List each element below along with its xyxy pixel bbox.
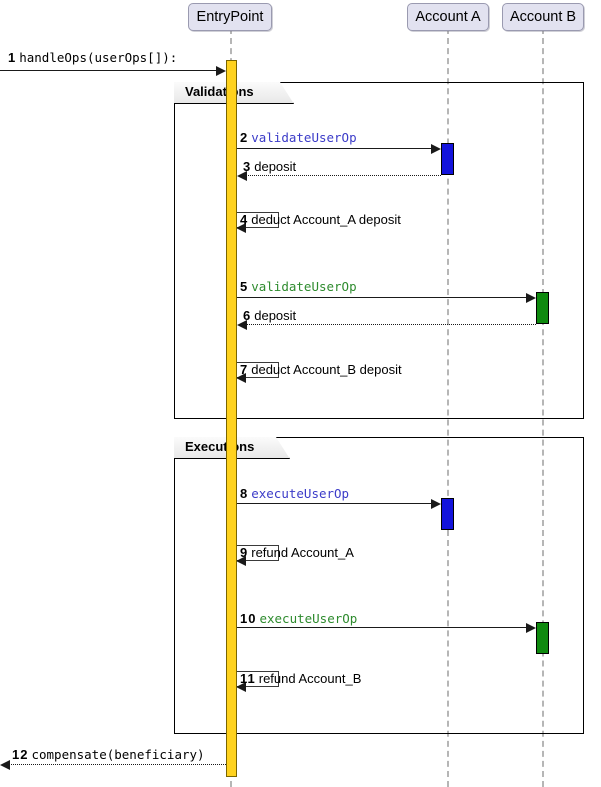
message-number-5: 5 — [240, 279, 249, 294]
message-number-8: 8 — [240, 486, 249, 501]
self-message-11 — [237, 671, 279, 687]
message-number-2: 2 — [240, 130, 249, 145]
message-number-6: 6 — [243, 308, 252, 323]
account-a-validate-activation — [441, 143, 454, 175]
message-text-9: refund Account_A — [251, 545, 354, 560]
account-b-validate-activation — [536, 292, 549, 324]
message-text-10: executeUserOp — [259, 611, 358, 626]
entrypoint-activation — [226, 60, 237, 777]
self-message-7 — [237, 362, 279, 378]
participant-account_b[interactable]: Account B — [502, 3, 584, 31]
arrowhead-9 — [236, 556, 246, 566]
message-text-2: validateUserOp — [251, 130, 357, 145]
arrowhead-11 — [236, 682, 246, 692]
message-text-1: handleOps(userOps[]): — [19, 50, 178, 65]
message-number-4: 4 — [240, 212, 249, 227]
message-number-10: 10 — [240, 611, 257, 626]
message-number-3: 3 — [243, 159, 252, 174]
message-text-6: deposit — [254, 308, 297, 323]
message-number-12: 12 — [12, 747, 29, 762]
arrowhead-4 — [236, 223, 246, 233]
message-line-5 — [237, 297, 527, 298]
message-text-5: validateUserOp — [251, 279, 357, 294]
message-text-11: refund Account_B — [258, 671, 362, 686]
account-b-execute-activation — [536, 622, 549, 654]
message-text-8: executeUserOp — [251, 486, 350, 501]
fragment-validations — [174, 82, 584, 419]
message-text-3: deposit — [254, 159, 297, 174]
self-message-4 — [237, 212, 279, 228]
arrowhead-1 — [216, 66, 226, 76]
message-line-1 — [0, 70, 217, 71]
participant-account_a[interactable]: Account A — [407, 3, 489, 31]
lifeline-account_a — [447, 28, 449, 787]
lifeline-account_b — [542, 28, 544, 787]
arrowhead-7 — [236, 373, 246, 383]
arrowhead-8 — [431, 499, 441, 509]
message-number-7: 7 — [240, 362, 249, 377]
message-number-1: 1 — [8, 50, 17, 65]
arrowhead-2 — [431, 144, 441, 154]
fragment-executions — [174, 437, 584, 734]
arrowhead-5 — [526, 293, 536, 303]
message-number-9: 9 — [240, 545, 249, 560]
participant-entrypoint[interactable]: EntryPoint — [188, 3, 272, 31]
account-a-execute-activation — [441, 498, 454, 530]
message-number-11: 11 — [240, 671, 256, 686]
message-line-8 — [237, 503, 432, 504]
message-line-3 — [246, 175, 441, 176]
message-line-10 — [237, 627, 527, 628]
message-text-12: compensate(beneficiary) — [31, 747, 205, 762]
arrowhead-6 — [237, 320, 247, 330]
arrowhead-3 — [237, 171, 247, 181]
message-line-2 — [237, 148, 432, 149]
message-text-4: deduct Account_A deposit — [251, 212, 401, 227]
message-text-7: deduct Account_B deposit — [251, 362, 402, 377]
arrowhead-12 — [0, 760, 10, 770]
message-line-6 — [246, 324, 536, 325]
message-line-12 — [9, 764, 226, 765]
arrowhead-10 — [526, 623, 536, 633]
self-message-9 — [237, 545, 279, 561]
